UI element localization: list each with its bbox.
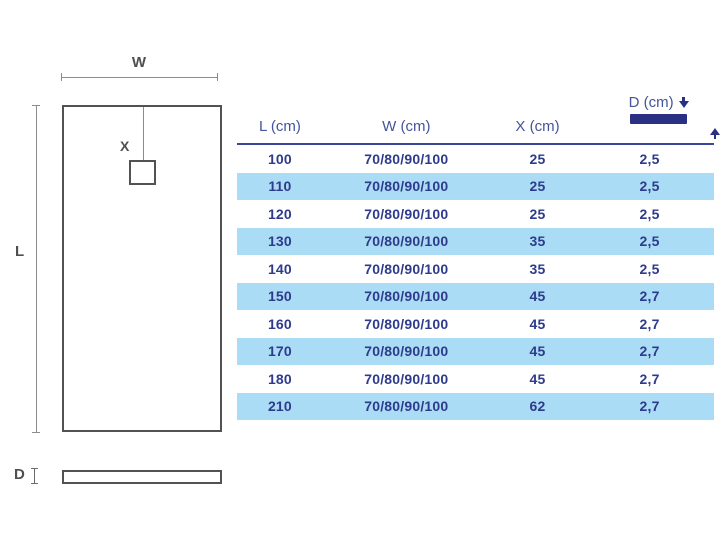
cell-drain-offset: 45 xyxy=(529,315,546,332)
header-depth-label: D (cm) xyxy=(628,94,674,111)
cell-depth: 2,5 xyxy=(639,205,660,222)
cell-width: 70/80/90/100 xyxy=(364,343,449,360)
table-row: 120 70/80/90/100 25 2,5 xyxy=(237,200,714,228)
width-dim-tick-left xyxy=(61,73,62,81)
cell-drain-offset: 45 xyxy=(529,288,546,305)
arrow-down-icon xyxy=(678,97,689,108)
table-row: 110 70/80/90/100 25 2,5 xyxy=(237,172,714,200)
depth-dim-tick xyxy=(31,468,38,484)
header-width: W (cm) xyxy=(382,118,431,135)
table-row: 180 70/80/90/100 45 2,7 xyxy=(237,365,714,393)
cell-length: 100 xyxy=(267,150,292,167)
width-dim-tick-right xyxy=(217,73,218,81)
width-dimension-label: W xyxy=(131,54,147,71)
cell-width: 70/80/90/100 xyxy=(364,398,449,415)
cell-length: 110 xyxy=(268,178,292,195)
cell-width: 70/80/90/100 xyxy=(364,370,449,387)
cell-depth: 2,7 xyxy=(639,288,660,305)
cell-length: 130 xyxy=(267,233,292,250)
cell-length: 120 xyxy=(267,205,292,222)
cell-drain-offset: 25 xyxy=(529,150,546,167)
cell-length: 170 xyxy=(267,343,292,360)
drain-offset-line xyxy=(143,107,144,172)
table-body: 100 70/80/90/100 25 2,5 110 70/80/90/100… xyxy=(237,145,714,420)
cell-width: 70/80/90/100 xyxy=(364,233,449,250)
table-header-row: L (cm) W (cm) X (cm) D (cm) xyxy=(237,88,720,145)
length-dim-tick-bottom xyxy=(32,432,40,433)
cell-drain-offset: 35 xyxy=(529,260,546,277)
table-row: 210 70/80/90/100 62 2,7 xyxy=(237,392,714,420)
table-row: 150 70/80/90/100 45 2,7 xyxy=(237,282,714,310)
depth-dimension-label: D xyxy=(14,466,25,483)
cell-depth: 2,7 xyxy=(639,343,660,360)
cell-length: 150 xyxy=(267,288,292,305)
dimensions-table: L (cm) W (cm) X (cm) D (cm) 100 70/80/90… xyxy=(237,88,720,420)
cell-width: 70/80/90/100 xyxy=(364,315,449,332)
header-length: L (cm) xyxy=(258,118,301,135)
table-row: 130 70/80/90/100 35 2,5 xyxy=(237,227,714,255)
cell-drain-offset: 25 xyxy=(529,178,546,195)
cell-depth: 2,7 xyxy=(639,370,660,387)
cell-drain-offset: 45 xyxy=(529,343,546,360)
cell-depth: 2,5 xyxy=(639,150,660,167)
cell-length: 140 xyxy=(267,260,292,277)
tray-side-view xyxy=(62,470,222,484)
table-row: 140 70/80/90/100 35 2,5 xyxy=(237,255,714,283)
table-row: 170 70/80/90/100 45 2,7 xyxy=(237,337,714,365)
cell-length: 210 xyxy=(267,398,292,415)
cell-width: 70/80/90/100 xyxy=(364,150,449,167)
cell-depth: 2,5 xyxy=(639,178,660,195)
cell-drain-offset: 35 xyxy=(529,233,546,250)
cell-depth: 2,5 xyxy=(639,233,660,250)
arrow-up-icon xyxy=(709,128,720,139)
cell-depth: 2,7 xyxy=(639,315,660,332)
drain-offset-label: X xyxy=(120,138,130,154)
length-dim-tick-top xyxy=(32,105,40,106)
width-dimension-line xyxy=(61,77,218,78)
cell-width: 70/80/90/100 xyxy=(364,260,449,277)
cell-depth: 2,5 xyxy=(639,260,660,277)
cell-drain-offset: 45 xyxy=(529,370,546,387)
cell-width: 70/80/90/100 xyxy=(364,288,449,305)
drain-square xyxy=(129,160,156,185)
table-row: 100 70/80/90/100 25 2,5 xyxy=(237,145,714,173)
cell-length: 180 xyxy=(267,370,292,387)
cell-width: 70/80/90/100 xyxy=(364,205,449,222)
length-dimension-line xyxy=(36,105,37,432)
length-dimension-label: L xyxy=(15,243,25,260)
table-row: 160 70/80/90/100 45 2,7 xyxy=(237,310,714,338)
cell-drain-offset: 25 xyxy=(529,205,546,222)
cell-width: 70/80/90/100 xyxy=(364,178,449,195)
cell-depth: 2,7 xyxy=(639,398,660,415)
cell-drain-offset: 62 xyxy=(529,398,546,415)
header-drain-offset: X (cm) xyxy=(515,118,560,135)
depth-thickness-bar xyxy=(630,114,688,124)
tray-top-view xyxy=(62,105,222,432)
header-depth: D (cm) xyxy=(603,94,720,143)
cell-length: 160 xyxy=(267,315,292,332)
